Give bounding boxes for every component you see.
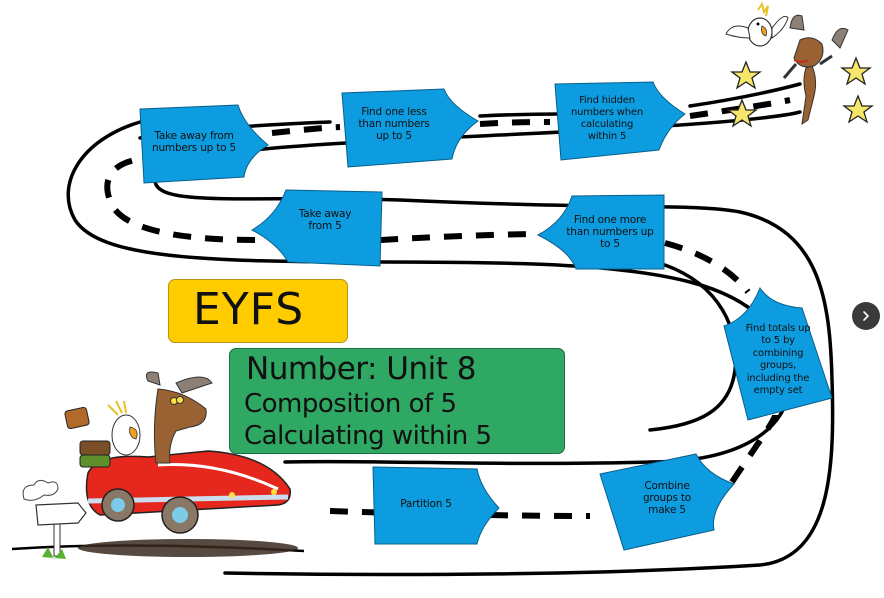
unit-subtitle-calculating: Calculating within 5: [244, 421, 492, 451]
road-sign-take-away-from-5[interactable]: Take away from 5: [246, 188, 384, 268]
road-inner-edge: [688, 82, 802, 108]
sign-shape: [599, 453, 735, 551]
road-center-line: [479, 119, 551, 127]
road-center-line: [664, 240, 751, 294]
star-icon: [842, 94, 874, 124]
road-sign-find-one-less[interactable]: Find one less than numbers up to 5: [340, 87, 480, 169]
road-sign-find-totals[interactable]: Find totals up to 5 by combining groups,…: [722, 286, 834, 422]
sign-shape: [139, 104, 269, 184]
moose-icon: [145, 371, 213, 464]
star-icon: [726, 98, 758, 128]
start-illustration: [11, 371, 305, 559]
unit-subtitle-composition: Composition of 5: [244, 389, 457, 419]
sign-shape: [536, 194, 665, 270]
road-sign-take-away-from-numbers[interactable]: Take away from numbers up to 5: [138, 103, 270, 185]
luggage-icon: [64, 406, 111, 468]
sign-label: Partition 5: [400, 498, 452, 510]
unit-heading: Number: Unit 8: [246, 351, 476, 387]
car-icon: [85, 450, 291, 534]
moose-icon: [782, 14, 849, 126]
sign-shape: [250, 189, 383, 267]
sign-label: Find totals up to 5 by combining groups,…: [745, 322, 811, 397]
sign-label: Find one more than numbers up to 5: [566, 214, 654, 250]
star-icon: [730, 60, 762, 90]
road-center-line: [729, 414, 778, 484]
eyfs-label: EYFS: [193, 284, 305, 335]
road-inner-edge: [478, 112, 562, 118]
star-icon: [840, 56, 872, 86]
sign-shape: [554, 81, 686, 161]
road-sign-combine-groups[interactable]: Combine groups to make 5: [598, 452, 736, 552]
road-sign-find-one-more[interactable]: Find one more than numbers up to 5: [536, 193, 666, 271]
sign-shape: [341, 88, 479, 168]
eyfs-badge: EYFS: [168, 279, 348, 343]
sign-shape: [372, 466, 500, 545]
road-sign-partition-5[interactable]: Partition 5: [371, 464, 501, 546]
stars: [726, 56, 874, 128]
cockatoo-icon: [107, 400, 141, 456]
next-slide-button[interactable]: [852, 302, 880, 330]
sign-shape: [723, 286, 833, 421]
sign-label: Find hidden numbers when calculating wit…: [570, 95, 644, 142]
sign-label: Take away from numbers up to 5: [152, 130, 237, 154]
road-center-line: [379, 231, 541, 243]
road-center-line: [104, 157, 256, 243]
road-center-line: [689, 97, 791, 119]
signpost-icon: [35, 502, 87, 559]
unit-title-box: Number: Unit 8 Composition of 5 Calculat…: [229, 348, 565, 454]
road-outer-loop: [66, 120, 792, 466]
road-sign-find-hidden-numbers[interactable]: Find hidden numbers when calculating wit…: [551, 80, 687, 162]
sign-label: Take away from 5: [298, 208, 352, 232]
finish-illustration: [725, 1, 874, 128]
sign-label: Find one less than numbers up to 5: [358, 106, 430, 142]
road-center-line: [271, 124, 341, 136]
chevron-right-icon: [863, 311, 869, 321]
sign-label: Combine groups to make 5: [642, 480, 692, 516]
cockatoo-icon: [725, 1, 789, 47]
